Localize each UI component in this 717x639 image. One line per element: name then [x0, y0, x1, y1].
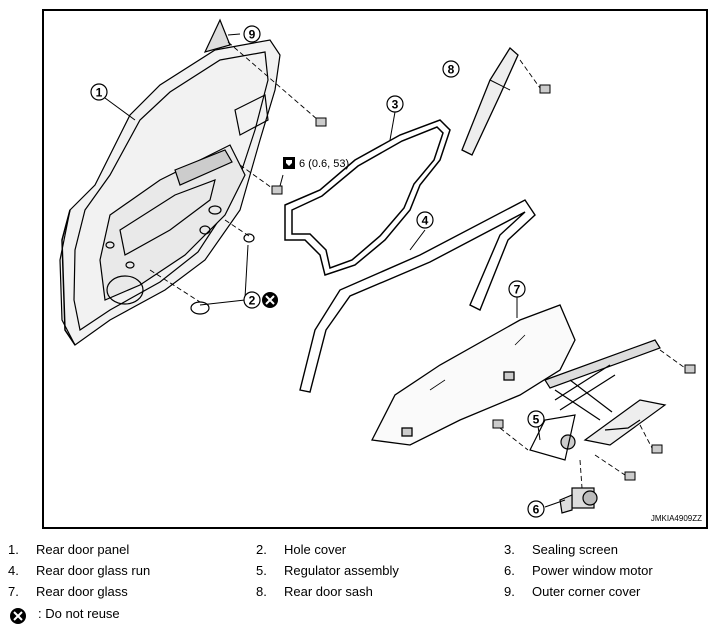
sealing-screen [284, 119, 451, 276]
svg-text:6: 6 [533, 503, 540, 517]
figure-code: JMKIA4909ZZ [651, 514, 702, 523]
regulator-assembly [529, 339, 667, 461]
rear-door-panel [59, 39, 281, 346]
svg-text:4: 4 [422, 214, 429, 228]
callout-9: 9 [243, 25, 261, 43]
note-text: : Do not reuse [38, 606, 120, 621]
callout-8: 8 [442, 60, 460, 78]
torque-wrench-icon [283, 157, 295, 169]
callout-1: 1 [90, 83, 108, 101]
callout-2: 2 [243, 291, 261, 309]
svg-text:7: 7 [514, 283, 521, 297]
callout-7: 7 [508, 280, 526, 298]
svg-text:1: 1 [96, 86, 103, 100]
rear-door-glass-run [299, 199, 536, 393]
do-not-reuse-note: : Do not reuse [8, 606, 120, 629]
callout-4: 4 [416, 211, 434, 229]
do-not-reuse-icon [262, 292, 278, 308]
do-not-reuse-icon [10, 608, 26, 624]
rear-door-glass [371, 304, 576, 446]
svg-text:2: 2 [249, 294, 256, 308]
leader-lines [104, 33, 566, 508]
callout-3: 3 [386, 95, 404, 113]
svg-text:8: 8 [448, 63, 455, 77]
svg-text:9: 9 [249, 28, 256, 42]
rear-door-sash [461, 47, 519, 156]
svg-text:3: 3 [392, 98, 399, 112]
torque-spec: 6 (0.6, 53) [299, 158, 349, 170]
callout-6: 6 [527, 500, 545, 518]
svg-text:5: 5 [533, 413, 540, 427]
power-window-motor [559, 487, 598, 514]
bolts [271, 84, 696, 481]
callout-5: 5 [527, 410, 545, 428]
outer-corner-cover [203, 18, 231, 53]
dashed-lines [149, 41, 686, 489]
